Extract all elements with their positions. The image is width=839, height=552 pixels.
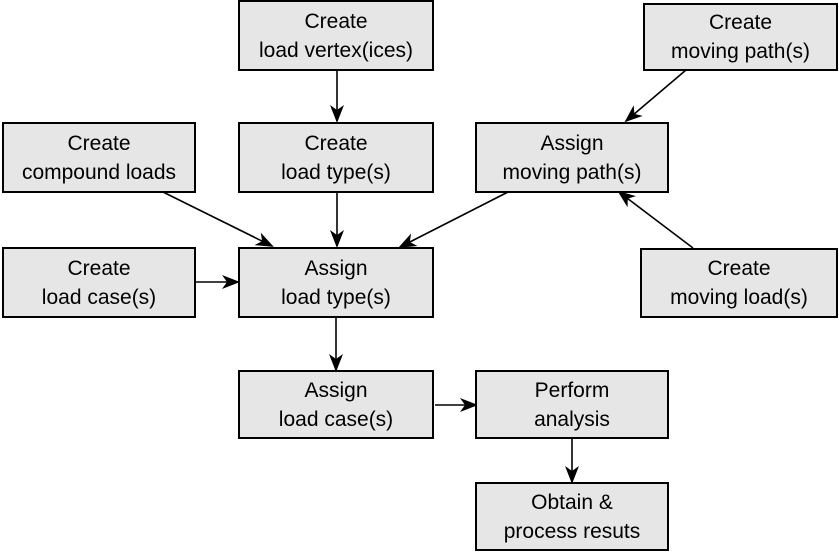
edge-compound-to-assign-load-types (162, 191, 274, 247)
node-line-1: Assign (304, 378, 368, 402)
node-line-2: load case(s) (278, 407, 394, 431)
node-create-load-types: Create load type(s) (238, 122, 434, 193)
node-create-moving-loads: Create moving load(s) (640, 248, 838, 318)
node-line-2: moving load(s) (670, 286, 808, 309)
node-create-moving-paths: Create moving path(s) (643, 3, 838, 71)
node-line-2: process resuts (503, 519, 641, 543)
node-line-2: load type(s) (281, 160, 391, 184)
node-assign-moving-paths: Assign moving path(s) (475, 122, 669, 193)
node-perform-analysis: Perform analysis (475, 370, 669, 439)
node-line-1: Create (67, 131, 131, 155)
node-line-1: Perform (534, 378, 610, 402)
node-assign-load-types: Assign load type(s) (238, 247, 434, 318)
node-obtain-results: Obtain & process resuts (475, 482, 669, 551)
node-line-1: Assign (304, 256, 368, 280)
node-line-1: Create (708, 11, 773, 34)
node-line-1: Assign (540, 131, 604, 155)
node-line-1: Create (67, 256, 131, 280)
node-create-load-vertices: Create load vertex(ices) (238, 0, 434, 71)
node-line-2: moving path(s) (502, 160, 642, 184)
edge-create-paths-to-assign-paths (624, 69, 687, 123)
node-line-1: Create (304, 131, 368, 155)
node-line-2: analysis (534, 407, 610, 431)
node-line-2: load type(s) (281, 285, 391, 309)
node-line-2: load case(s) (41, 285, 157, 309)
edge-moving-loads-to-assign-paths (617, 190, 694, 249)
node-create-load-cases: Create load case(s) (2, 247, 196, 318)
node-line-1: Create (304, 9, 368, 33)
node-create-compound-loads: Create compound loads (2, 122, 196, 193)
node-assign-load-cases: Assign load case(s) (238, 370, 434, 439)
node-line-2: compound loads (21, 160, 177, 184)
node-line-1: Obtain & (531, 490, 613, 514)
edge-assign-paths-to-assign-load-types (398, 191, 509, 248)
node-line-2: load vertex(ices) (258, 38, 414, 62)
node-line-2: moving path(s) (671, 40, 810, 63)
node-line-1: Create (707, 257, 771, 280)
